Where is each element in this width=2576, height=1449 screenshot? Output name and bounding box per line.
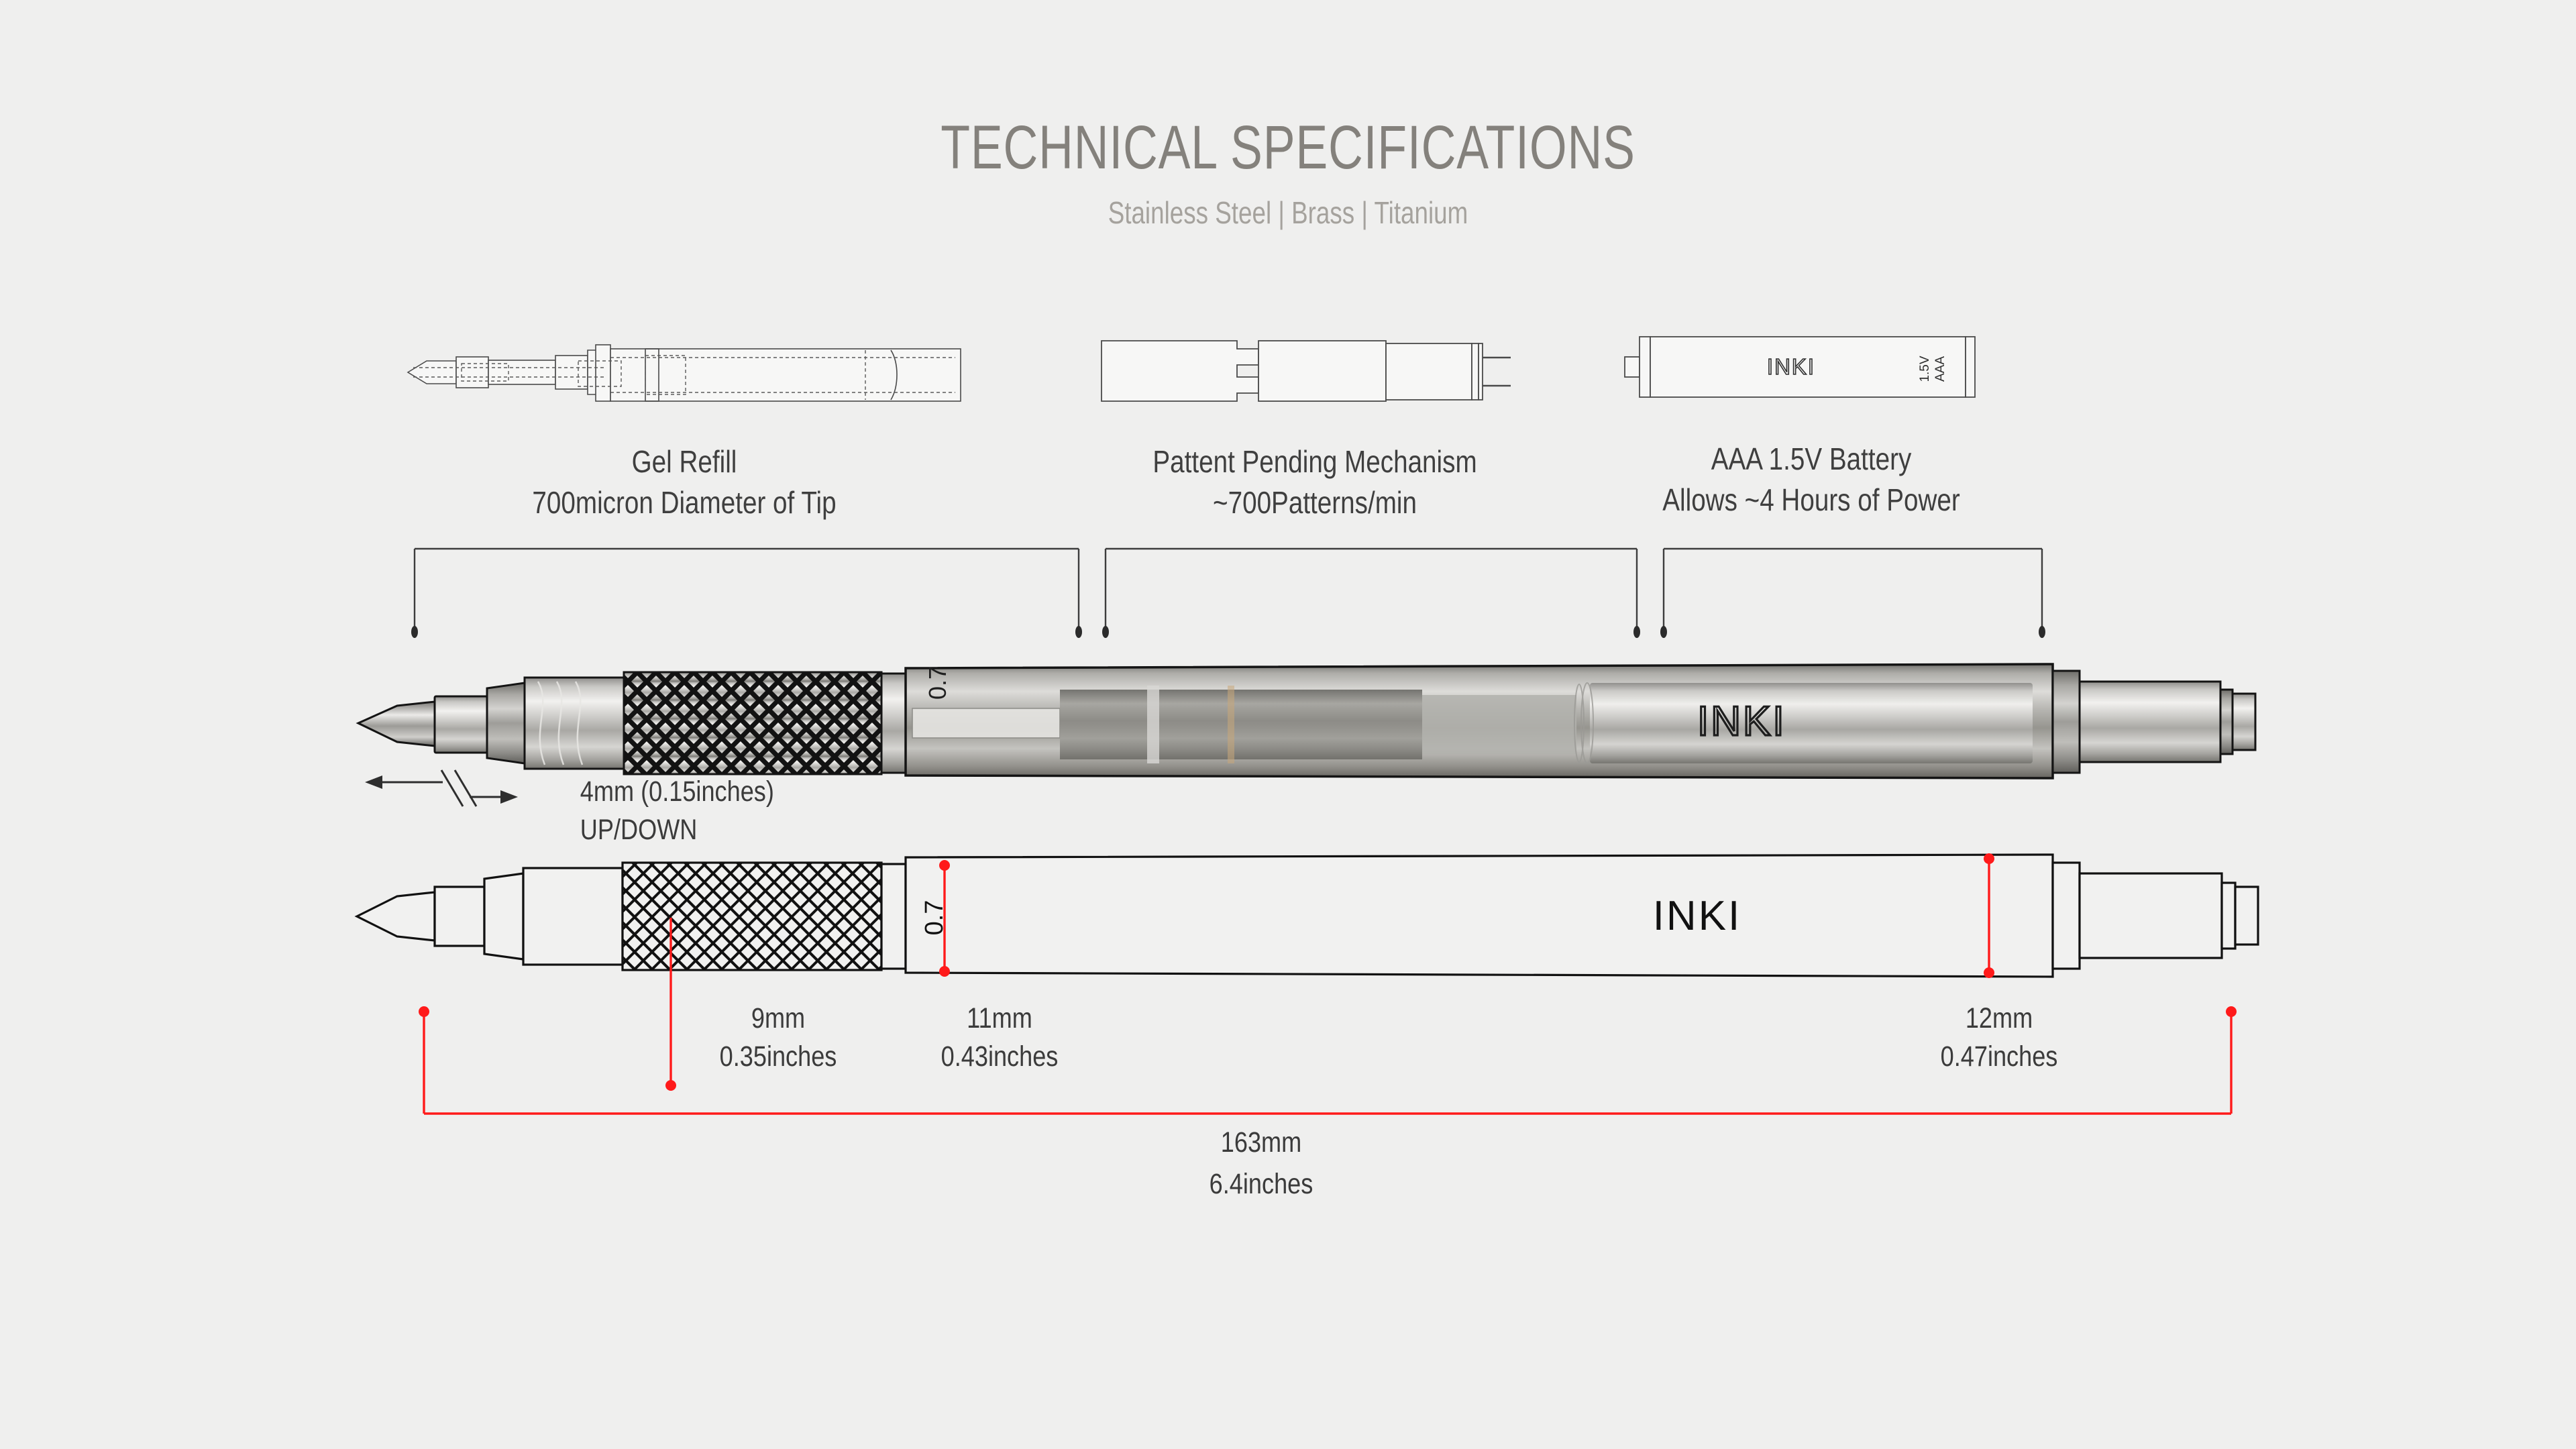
pen-grip-knurl: [623, 671, 883, 775]
caption-line-1: AAA 1.5V Battery: [1711, 441, 1912, 476]
leader-brackets: [411, 547, 2045, 638]
pen-brand-label: INKI: [1697, 698, 1786, 745]
page-title: TECHNICAL SPECIFICATIONS: [941, 113, 1635, 182]
battery-brand-label: INKI: [1767, 354, 1815, 379]
component-gel-refill-caption: Gel Refill 700micron Diameter of Tip: [447, 441, 921, 523]
dimension-line-2: 0.43inches: [941, 1040, 1059, 1073]
battery-diagram: INKI 1.5V AAA: [1624, 336, 1976, 398]
arrow-left-head: [365, 775, 382, 789]
dimension-line-2: 6.4inches: [1209, 1168, 1313, 1201]
battery-voltage-label: 1.5V: [1918, 356, 1932, 382]
dimension-line-1: 11mm: [967, 1002, 1032, 1034]
stroke-callout-line-2: UP/DOWN: [580, 814, 698, 847]
dimension-total-length: 163mm 6.4inches: [1143, 1122, 1380, 1205]
dimension-line-2: 0.35inches: [719, 1040, 837, 1073]
outline-barrel: [904, 853, 2054, 978]
pen-tip-size-label: 0.7: [924, 666, 951, 700]
dimension-grip-diameter: 9mm 0.35inches: [694, 1000, 863, 1076]
caption-line-2: 700micron Diameter of Tip: [532, 485, 837, 521]
dimension-line-1: 9mm: [751, 1002, 806, 1034]
pen-render: INKI 0.7: [356, 663, 2257, 780]
outline-brand-label: INKI: [1653, 893, 1742, 939]
pen-tip: [356, 700, 436, 747]
component-mechanism: Pattent Pending Mechanism ~700Patterns/m…: [1100, 335, 1529, 523]
caption-line-2: ~700Patterns/min: [1213, 485, 1417, 521]
dimension-line-1: 163mm: [1220, 1126, 1302, 1159]
stroke-callout-line-1: 4mm (0.15inches): [580, 775, 774, 808]
outline-end-cap: [2234, 885, 2259, 946]
dimension-lines: [419, 853, 2237, 1115]
battery-size-label: AAA: [1933, 356, 1947, 382]
dimension-body-diameter: 12mm 0.47inches: [1915, 1000, 2084, 1076]
arrow-right-head: [500, 790, 518, 804]
component-battery: INKI 1.5V AAA AAA 1.5V Battery Allows ~4…: [1623, 330, 1999, 521]
page-subtitle: Stainless Steel | Brass | Titanium: [1108, 195, 1468, 230]
mechanism-diagram: [1101, 340, 1511, 402]
gel-refill-diagram: [407, 344, 961, 402]
stroke-callout-arrow: [365, 769, 518, 807]
component-gel-refill: Gel Refill 700micron Diameter of Tip: [402, 335, 966, 523]
component-mechanism-caption: Pattent Pending Mechanism ~700Patterns/m…: [1134, 441, 1495, 523]
internal-battery: [1590, 683, 2033, 763]
caption-line-1: Pattent Pending Mechanism: [1152, 444, 1477, 479]
dimension-line-1: 12mm: [1965, 1002, 2033, 1034]
pen-end-cap: [2231, 692, 2257, 751]
component-battery-caption: AAA 1.5V Battery Allows ~4 Hours of Powe…: [1654, 439, 1969, 521]
dimension-barrel-diameter: 11mm 0.43inches: [915, 1000, 1084, 1076]
stroke-callout-text: 4mm (0.15inches) UP/DOWN: [580, 773, 896, 849]
caption-line-1: Gel Refill: [631, 444, 737, 479]
dimension-line-2: 0.47inches: [1940, 1040, 2058, 1073]
caption-line-2: Allows ~4 Hours of Power: [1662, 482, 1960, 518]
